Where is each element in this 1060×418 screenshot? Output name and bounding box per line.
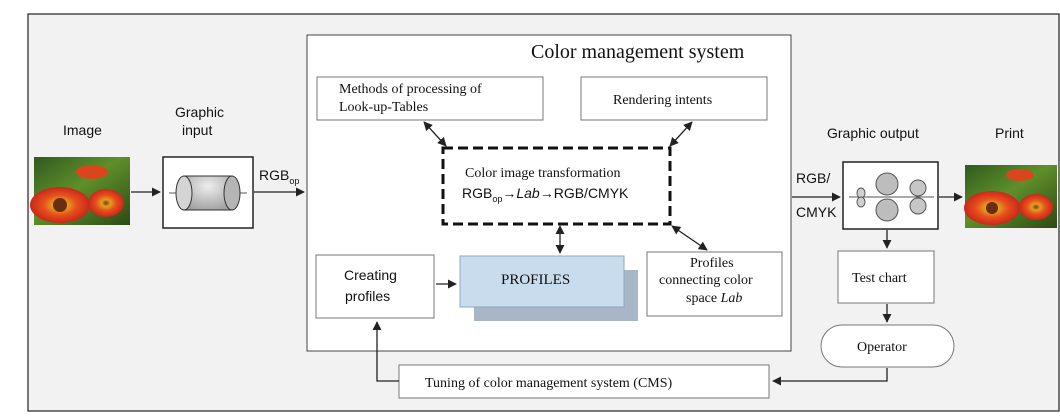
tuning-text: Tuning of color management system (CMS) [425, 376, 673, 391]
cms-title: Color management system [531, 41, 745, 63]
methods-lut-text-2: Look-up-Tables [339, 100, 428, 115]
operator-box [820, 324, 955, 368]
creating-profiles-box [315, 254, 435, 319]
arrow-rendering-transform [669, 121, 693, 147]
output-print-image [964, 165, 1057, 228]
scanner-cylinder-icon [169, 175, 247, 211]
profiles-text: PROFILES [501, 272, 570, 288]
creating-profiles-text-2: profiles [345, 288, 390, 304]
arrow-tuning-creating [372, 321, 399, 382]
connectors [131, 121, 963, 386]
operator-text: Operator [857, 340, 907, 355]
input-image [30, 157, 130, 225]
profiles-box [459, 255, 625, 308]
arrow-operator-tuning [772, 368, 888, 386]
print-label: Print [995, 125, 1024, 141]
tuning-box [398, 364, 770, 399]
graphic-output-label: Graphic output [827, 125, 919, 141]
creating-profiles-text-1: Creating [344, 267, 397, 283]
rendering-intents-box [580, 76, 768, 121]
color-transformation-title: Color image transformation [465, 166, 621, 181]
printer-rollers-icon [849, 172, 934, 222]
arrow-transform-pconn [671, 225, 708, 251]
profiles-connecting-text-2: connecting color [659, 273, 753, 288]
test-chart-box [837, 250, 935, 304]
rgb-op-label: RGBop [259, 167, 299, 186]
methods-lut-box [316, 76, 544, 121]
graphic-input-label-1: Graphic [175, 104, 224, 120]
graphic-input-label-2: input [182, 122, 212, 138]
rgb-slash-label: RGB/ [796, 170, 830, 186]
methods-lut-text-1: Methods of processing of [339, 82, 482, 97]
image-label: Image [63, 122, 102, 138]
profiles-connecting-text-1: Profiles [690, 256, 734, 271]
profiles-connecting-box [646, 251, 783, 317]
color-transformation-formula: RGBop→Lab→RGB/CMYK [462, 185, 629, 204]
color-transformation-box [441, 146, 672, 226]
cmyk-label: CMYK [796, 204, 837, 220]
test-chart-text: Test chart [852, 271, 907, 286]
arrow-methods-transform [423, 121, 447, 147]
rendering-intents-text: Rendering intents [613, 93, 712, 108]
profiles-connecting-text-3: space Lab [686, 291, 742, 306]
